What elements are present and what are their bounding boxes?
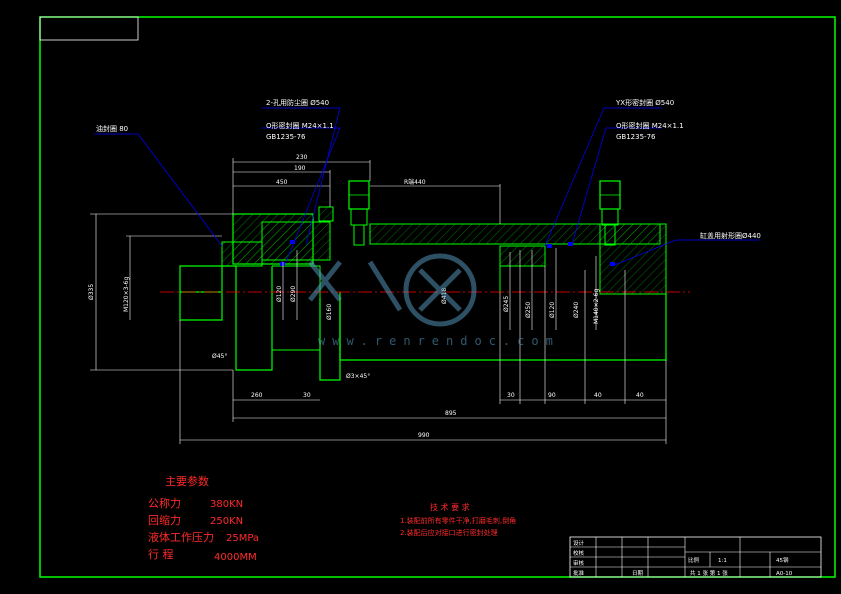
dim-overall-inner: 895 [445, 410, 457, 417]
dim-overall-total: 990 [418, 432, 430, 439]
leader-right-1: YX形密封圈 Ø540 [615, 98, 674, 107]
leader-left-mid-1: 2-孔用防尘圈 Ø540 [266, 98, 329, 107]
param-label-3: 行 程 [148, 548, 174, 561]
dimension-texts: 230 190 450 R端440 260 30 30 90 40 40 895… [88, 154, 644, 439]
tb-approve: 批准 [573, 569, 585, 577]
bore-label-2: Ø290 [290, 286, 297, 302]
leader-right-end: 缸盖用射形圈Ø440 [700, 231, 761, 240]
param-value-3: 4000MM [214, 552, 257, 563]
tb-drawing-no: A0-10 [776, 571, 793, 577]
seals [280, 240, 615, 266]
param-value-1: 250KN [210, 516, 243, 527]
param-value-2: 25MPa [226, 533, 259, 544]
dim-bottom-right-0: 30 [507, 392, 515, 399]
title-block: 设计 校核 审核 批准 日期 比例 1:1 45钢 共 1 张 第 1 张 A0… [569, 536, 822, 578]
dim-bottom-left-0: 260 [251, 392, 263, 399]
chamfer-label-0: Ø45° [212, 353, 227, 360]
dim-bottom-right-3: 40 [636, 392, 644, 399]
params-title: 主要参数 [165, 474, 209, 488]
rod-end-bottom [179, 292, 223, 321]
bore-label-8: M140×2-6g [593, 289, 600, 324]
tb-sheets: 共 1 张 第 1 张 [690, 569, 728, 577]
gland-inner [261, 221, 331, 261]
chamfer-label-1: Ø3×45° [346, 373, 370, 380]
tb-audit: 审核 [573, 559, 585, 567]
bore-label-4: Ø245 [503, 296, 510, 312]
leader-left-mid-2: O形密封圈 M24×1.1 [266, 121, 334, 130]
tb-design: 设计 [573, 539, 585, 547]
dimension-lines [90, 158, 667, 444]
bore-label-7: Ø240 [573, 302, 580, 318]
dim-bottom-right-2: 40 [594, 392, 602, 399]
bore-label-5: Ø250 [525, 302, 532, 318]
end-cap-section [599, 223, 667, 295]
dim-top-right: R端440 [404, 178, 426, 186]
main-parameters: 主要参数 公称力 380KN 回缩力 250KN 液体工作压力 25MPa 行 … [148, 474, 259, 563]
leader-right-2: O形密封圈 M24×1.1 [616, 121, 684, 130]
rod-collar [319, 298, 341, 381]
param-label-2: 液体工作压力 [148, 530, 214, 544]
tech-line-0: 1.装配前所有零件干净,打磨毛刺,倒角 [400, 516, 516, 525]
cylinder-assembly [160, 180, 690, 381]
leader-left-label: 油封圈 80 [96, 124, 128, 133]
technical-requirements: 技 术 要 求 1.装配前所有零件干净,打磨毛刺,倒角 2.装配后应对接口进行密… [400, 502, 516, 537]
dim-left-vertical: Ø335 [88, 284, 95, 300]
drawing-border [39, 16, 836, 578]
leader-texts: 油封圈 80 2-孔用防尘圈 Ø540 O形密封圈 M24×1.1 GB1235… [96, 98, 761, 240]
dim-bottom-right-1: 90 [548, 392, 556, 399]
tb-date: 日期 [632, 570, 644, 577]
tb-ratio-label: 比例 [688, 556, 700, 564]
dim-bottom-left-1: 30 [303, 392, 311, 399]
corner-label-box [39, 16, 139, 41]
dim-top-0: 230 [296, 154, 308, 161]
bleed-plug [318, 206, 334, 222]
tb-material: 45钢 [776, 556, 789, 564]
tb-ratio-value: 1:1 [718, 558, 727, 564]
tech-title: 技 术 要 求 [430, 502, 470, 512]
watermark-logo [308, 253, 477, 327]
tech-line-1: 2.装配后应对接口进行密封处理 [400, 528, 498, 537]
param-label-1: 回缩力 [148, 514, 181, 527]
port-left [348, 180, 370, 246]
dim-top-2: 450 [276, 179, 288, 186]
leader-lines [94, 107, 760, 267]
piston-section [499, 245, 546, 267]
bore-label-1: Ø120 [276, 286, 283, 302]
leader-left-mid-3: GB1235-76 [266, 133, 306, 141]
leader-right-3: GB1235-76 [616, 133, 656, 141]
port-right [599, 180, 621, 246]
bore-label-0: M120×3-6g [123, 277, 130, 312]
gland-nose [221, 241, 263, 267]
tb-check: 校核 [573, 549, 585, 557]
param-label-0: 公称力 [148, 496, 181, 510]
bore-label-3: Ø160 [326, 304, 333, 320]
watermark-url: www.renrendoc.com [318, 334, 560, 348]
bore-label-6: Ø120 [549, 302, 556, 318]
dim-top-1: 190 [294, 165, 306, 172]
param-value-0: 380KN [210, 499, 243, 510]
